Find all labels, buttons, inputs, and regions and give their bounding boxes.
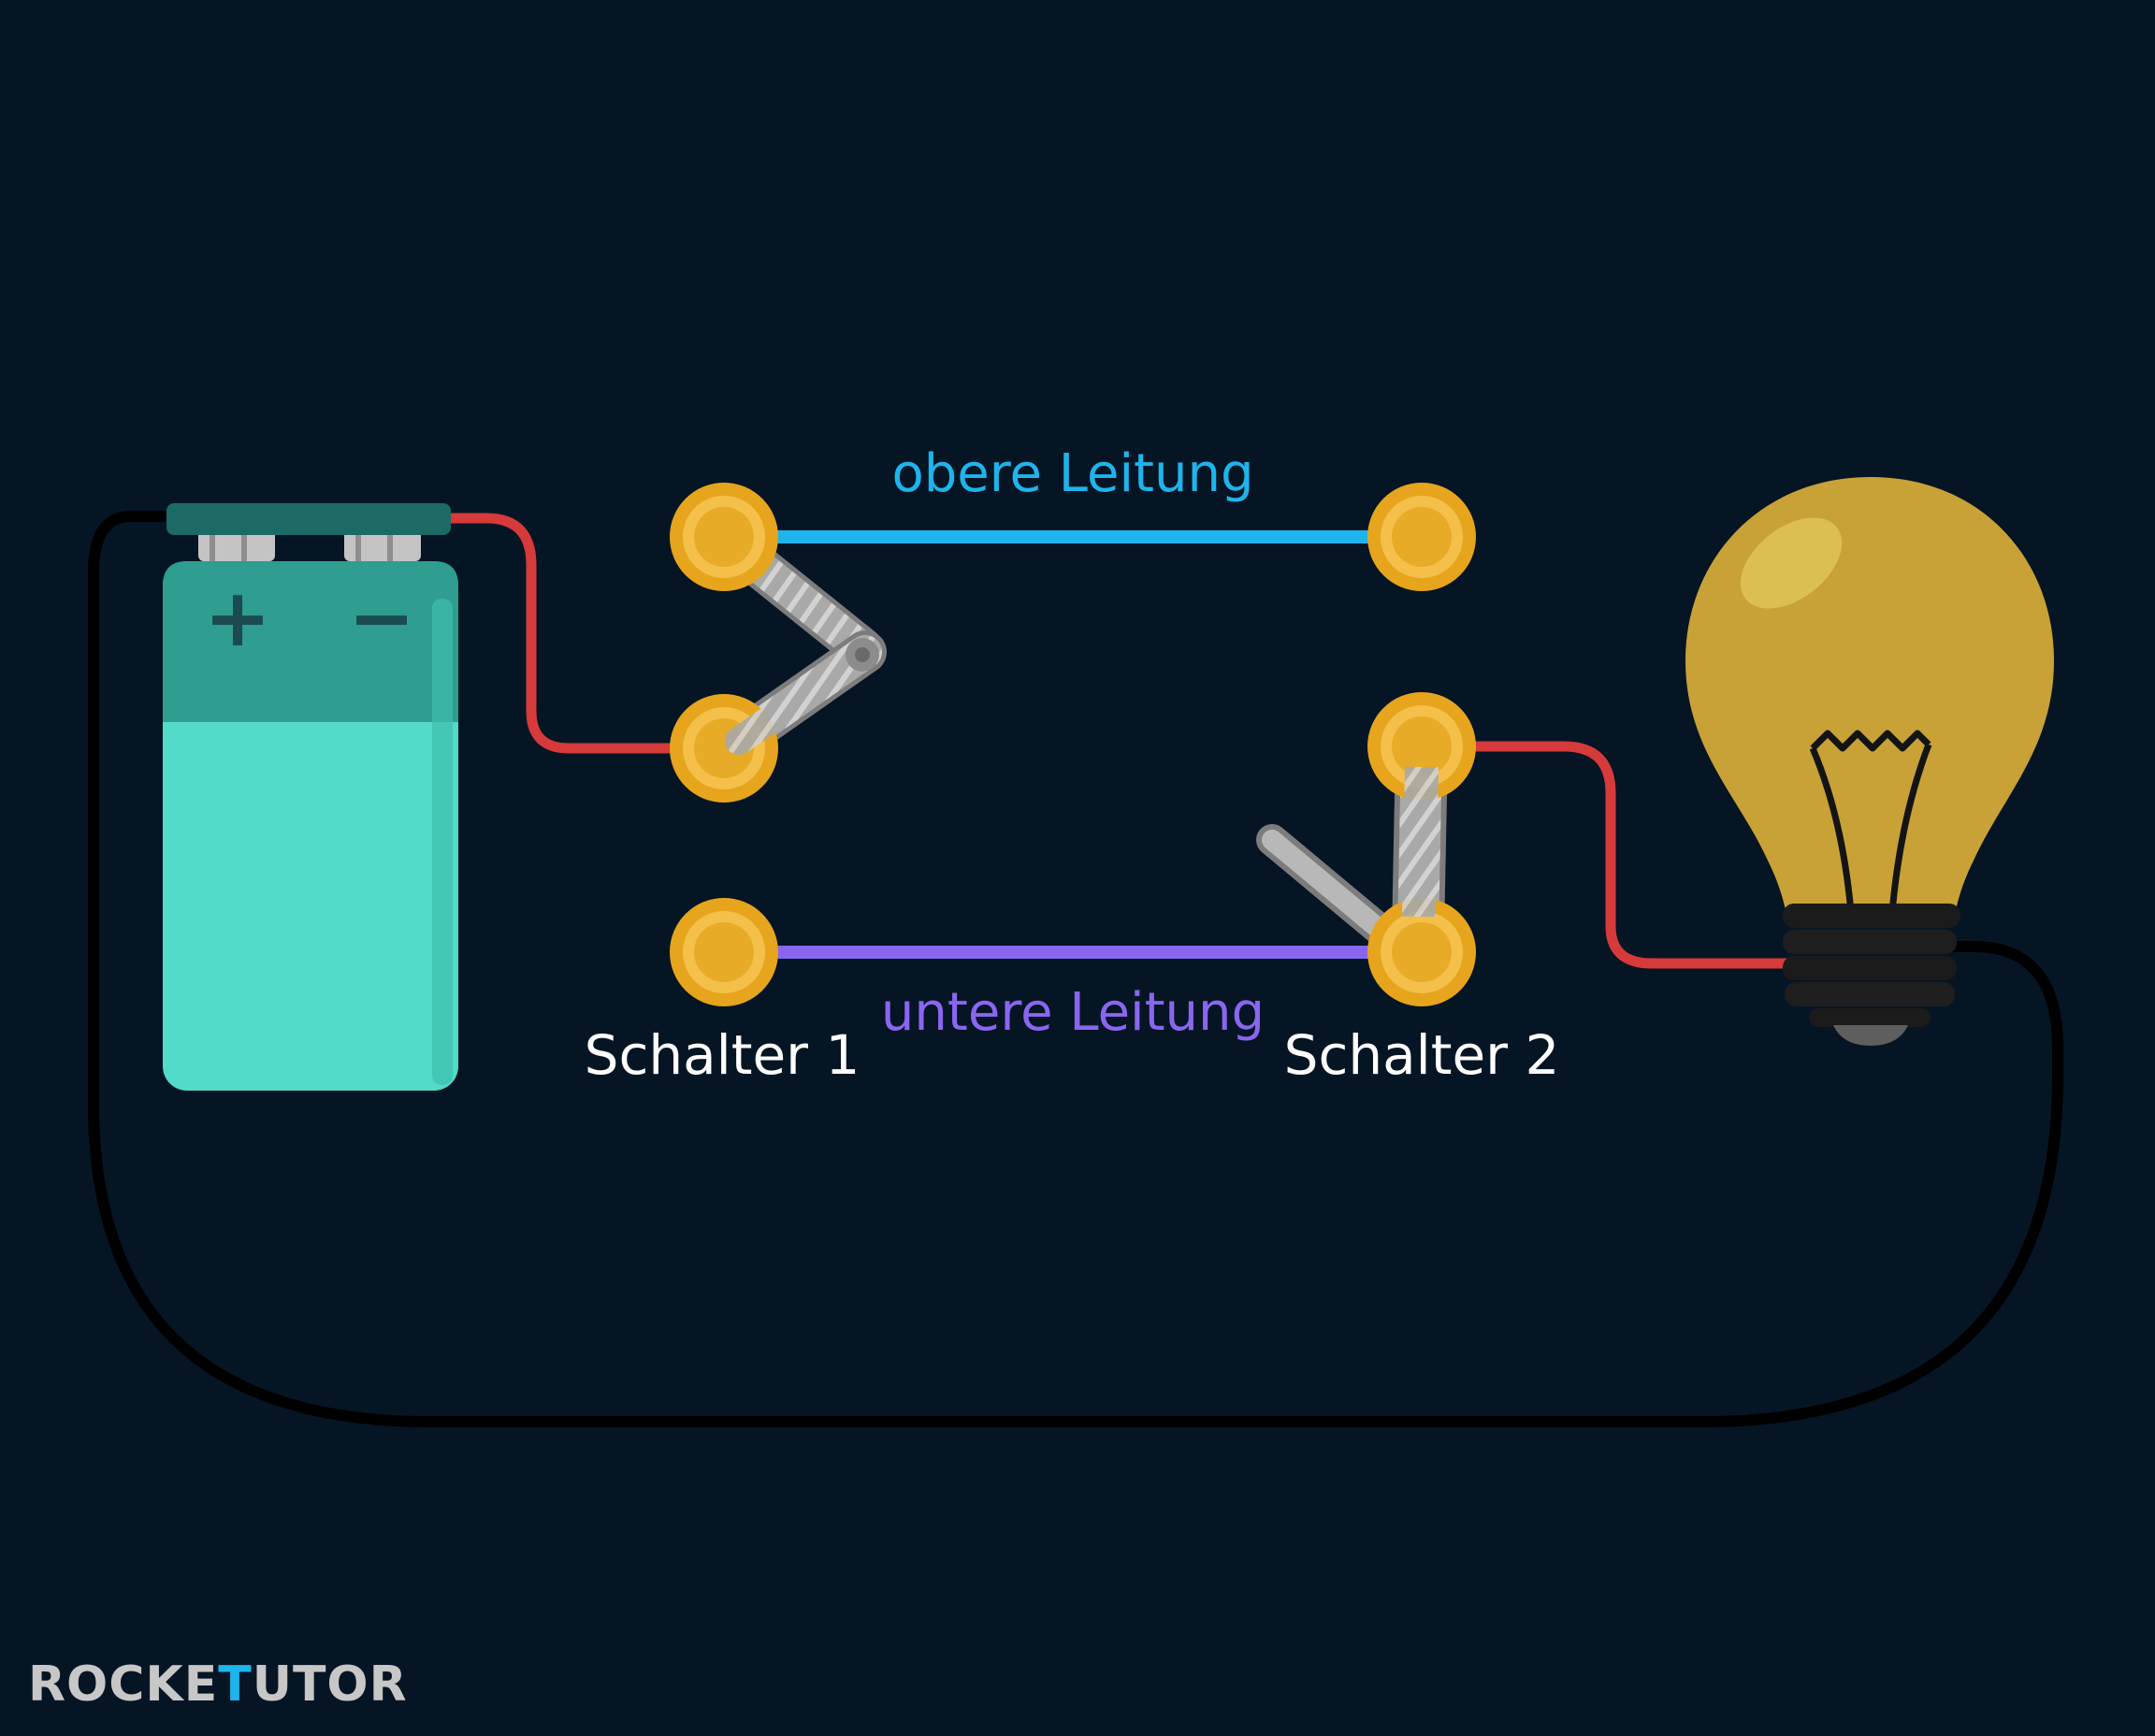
switch2-bottom-terminal [1367,898,1476,1006]
lower-line-label: untere Leitung [881,982,1265,1043]
switch1-label: Schalter 1 [585,1023,861,1087]
switch1-top-terminal [670,483,778,591]
battery-minus-sign: − [348,571,415,665]
battery-icon: + − [163,503,458,1091]
switch2-to-bulb-wire [1454,741,1806,969]
battery-plus-sign: + [204,571,271,665]
switch2-label: Schalter 2 [1284,1023,1560,1087]
upper-line-label: obere Leitung [891,443,1253,504]
return-wire [88,511,2063,1427]
switch1-bottom-terminal [670,898,778,1006]
switch2-pivot-terminal [1367,692,1476,801]
switch2-top-terminal [1367,483,1476,591]
lightbulb-icon [1685,477,2054,1046]
rocketutor-logo: ROCKETUTOR [28,1656,408,1713]
logo-text: ROCKETUTOR [28,1656,408,1713]
battery-to-switch1-wire [434,513,698,754]
